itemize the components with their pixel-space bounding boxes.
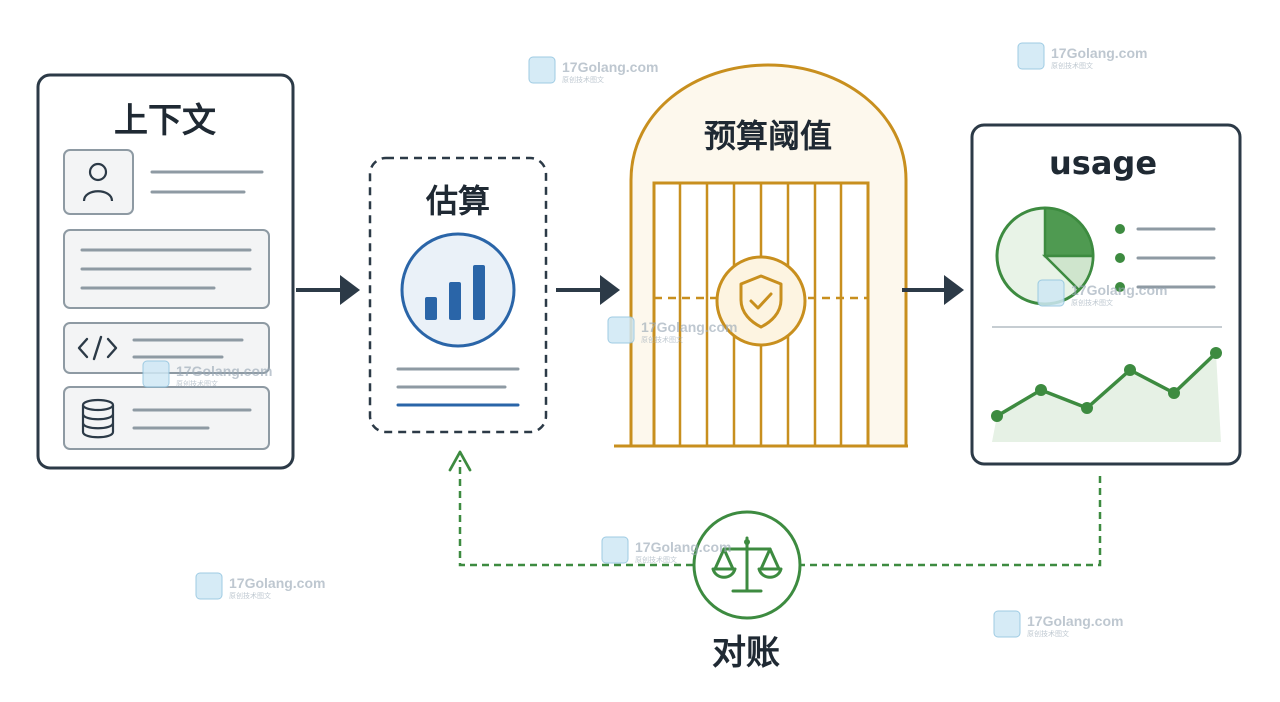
watermark-sub: 原创技术图文 bbox=[562, 75, 604, 84]
estimate-title: 估算 bbox=[425, 182, 490, 220]
watermark-sub: 原创技术图文 bbox=[635, 555, 677, 564]
line-chart-icon bbox=[991, 347, 1222, 442]
watermark-sub: 原创技术图文 bbox=[229, 591, 271, 600]
user-row bbox=[63, 149, 264, 215]
watermark-site: 17Golang.com bbox=[1051, 45, 1147, 61]
watermark-sub: 原创技术图文 bbox=[1071, 298, 1113, 307]
scale-icon bbox=[692, 510, 802, 620]
watermark-sub: 原创技术图文 bbox=[641, 335, 683, 344]
context-title: 上下文 bbox=[114, 101, 216, 141]
arrow-estimate-to-budget bbox=[556, 275, 620, 305]
reconcile-arrowhead bbox=[448, 450, 472, 472]
watermark-site: 17Golang.com bbox=[562, 59, 658, 75]
legend-list bbox=[1115, 224, 1216, 292]
context-card: 上下文 bbox=[36, 73, 295, 470]
bar-chart-icon bbox=[400, 232, 516, 348]
database-row bbox=[63, 386, 270, 450]
usage-card: usage bbox=[970, 123, 1242, 466]
estimate-card: 估算 bbox=[368, 156, 548, 434]
pie-chart-icon bbox=[995, 206, 1095, 306]
reconcile-loop bbox=[448, 450, 1102, 567]
watermark-sub: 原创技术图文 bbox=[1027, 629, 1069, 638]
watermark-site: 17Golang.com bbox=[176, 363, 272, 379]
watermark-site: 17Golang.com bbox=[635, 539, 731, 555]
watermark-sub: 原创技术图文 bbox=[176, 379, 218, 388]
arrow-context-to-estimate bbox=[296, 275, 360, 305]
budget-gate: 预算阈值 bbox=[614, 63, 908, 448]
text-block bbox=[63, 229, 270, 309]
watermark-site: 17Golang.com bbox=[641, 319, 737, 335]
code-row bbox=[63, 322, 270, 374]
watermark-site: 17Golang.com bbox=[1071, 282, 1167, 298]
watermark-site: 17Golang.com bbox=[1027, 613, 1123, 629]
budget-title: 预算阈值 bbox=[704, 117, 832, 155]
code-icon bbox=[77, 335, 118, 361]
watermark-site: 17Golang.com bbox=[229, 575, 325, 591]
arrow-budget-to-usage bbox=[902, 275, 964, 305]
watermark-layer: 17Golang.com原创技术图文17Golang.com原创技术图文17Go… bbox=[142, 42, 1167, 638]
user-icon bbox=[82, 162, 114, 202]
usage-title: usage bbox=[1049, 144, 1157, 182]
watermark-sub: 原创技术图文 bbox=[1051, 61, 1093, 70]
reconcile-label: 对账 bbox=[712, 633, 780, 673]
shield-check-icon bbox=[715, 255, 807, 347]
database-icon bbox=[81, 398, 115, 439]
